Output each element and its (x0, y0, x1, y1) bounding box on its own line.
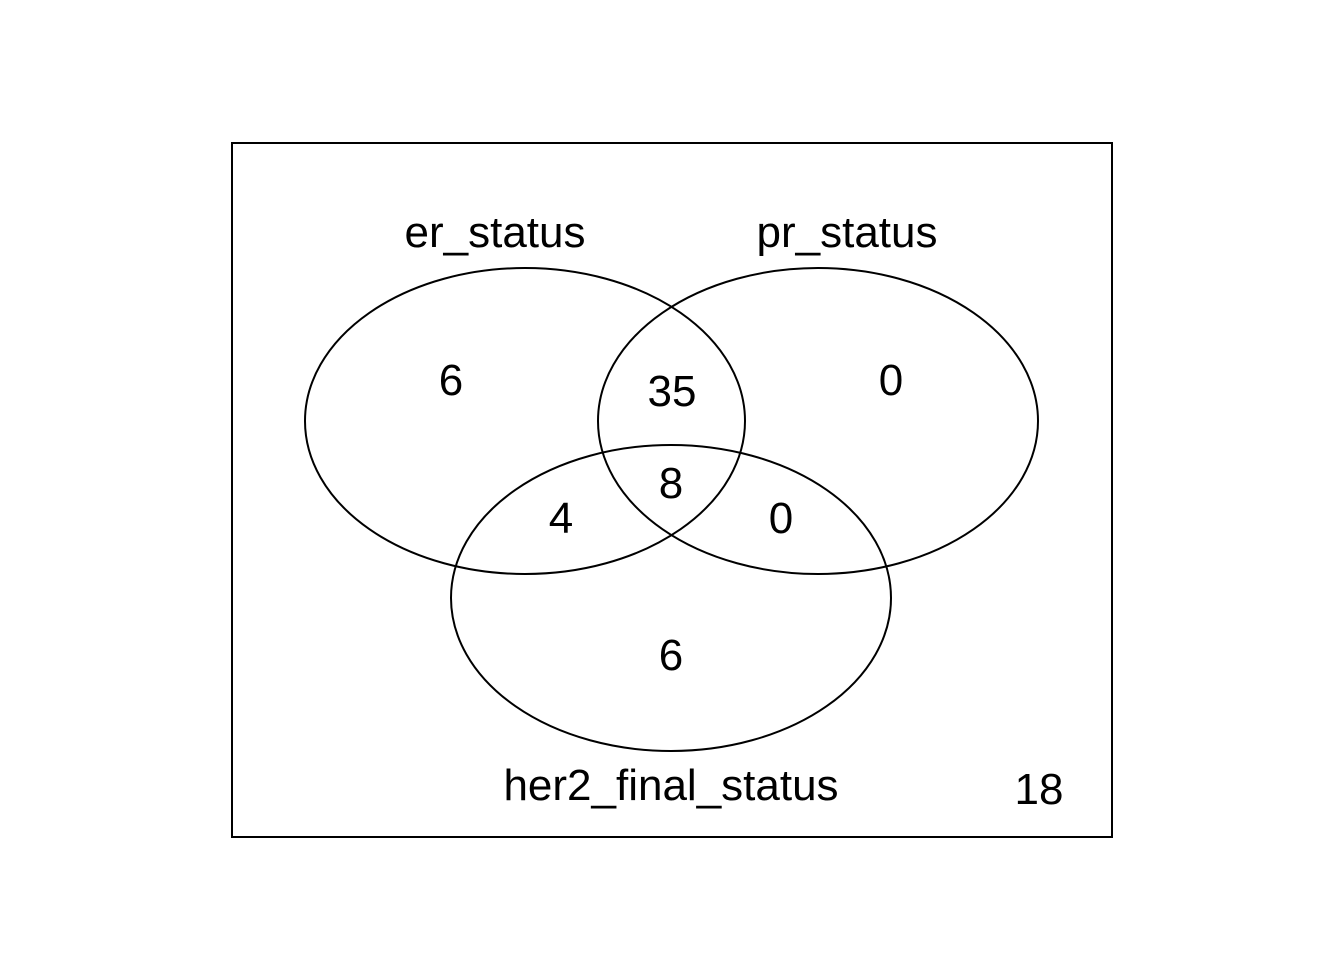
count-outside: 18 (1015, 765, 1064, 814)
universe-box (231, 142, 1113, 838)
her2-final-status-set (450, 444, 892, 752)
pr-status-set (597, 267, 1039, 575)
her2-final-status-label: her2_final_status (503, 761, 838, 810)
er-status-label: er_status (405, 208, 586, 257)
count-er-only: 6 (439, 356, 463, 405)
count-her2-only: 6 (659, 631, 683, 680)
count-er-her2: 4 (549, 494, 573, 543)
count-er-pr: 35 (648, 367, 697, 416)
count-pr-only: 0 (879, 356, 903, 405)
er-status-set (304, 267, 746, 575)
pr-status-label: pr_status (757, 208, 938, 257)
count-er-pr-her2: 8 (659, 459, 683, 508)
count-pr-her2: 0 (769, 494, 793, 543)
